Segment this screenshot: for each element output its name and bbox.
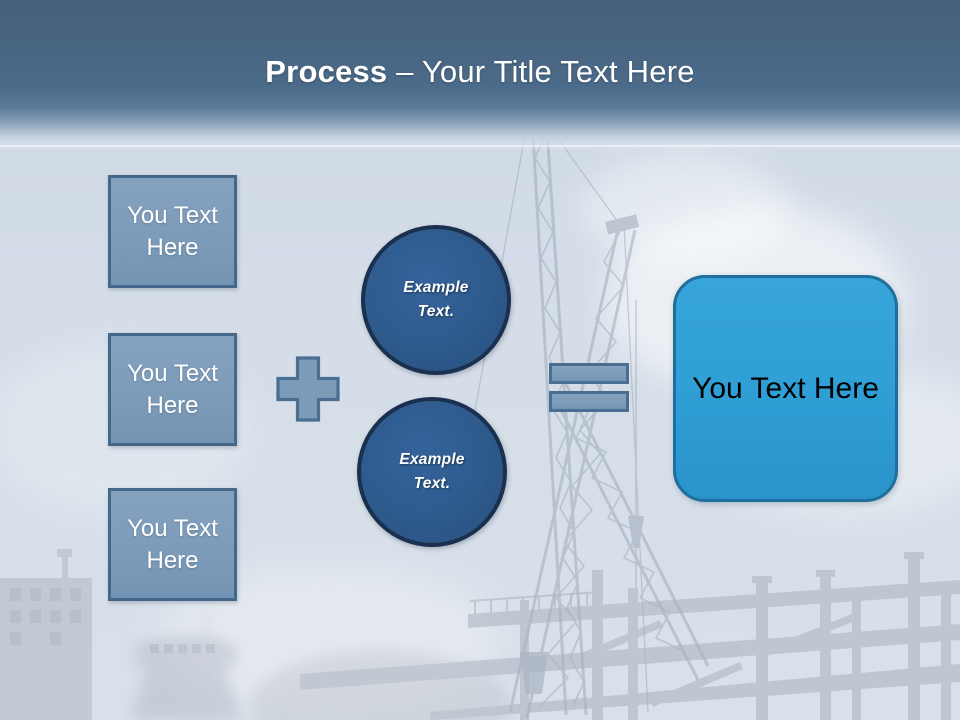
equals-bottom-bar [549,391,629,412]
input-box-1-label: You Text Here [127,201,218,261]
input-box-3: You Text Here [108,488,237,601]
equals-top-bar [549,363,629,384]
example-circle-1: Example Text. [361,225,511,375]
title-keyword: Process [265,54,388,89]
example-circle-2-label: Example Text. [399,450,465,492]
title-rest: Your Title Text Here [421,54,695,89]
result-box: You Text Here [673,275,898,502]
title-band [0,0,960,150]
example-circle-2: Example Text. [357,397,507,547]
page-title: Process – Your Title Text Here [0,54,960,90]
plus-icon [276,356,340,422]
input-box-2: You Text Here [108,333,237,446]
input-box-1: You Text Here [108,175,237,288]
example-circle-1-label: Example Text. [403,278,469,320]
equals-icon [549,363,629,419]
title-separator: – [387,54,422,89]
input-box-2-label: You Text Here [127,359,218,419]
result-box-label: You Text Here [692,371,879,405]
input-box-3-label: You Text Here [127,514,218,574]
building-silhouettes [0,549,510,720]
